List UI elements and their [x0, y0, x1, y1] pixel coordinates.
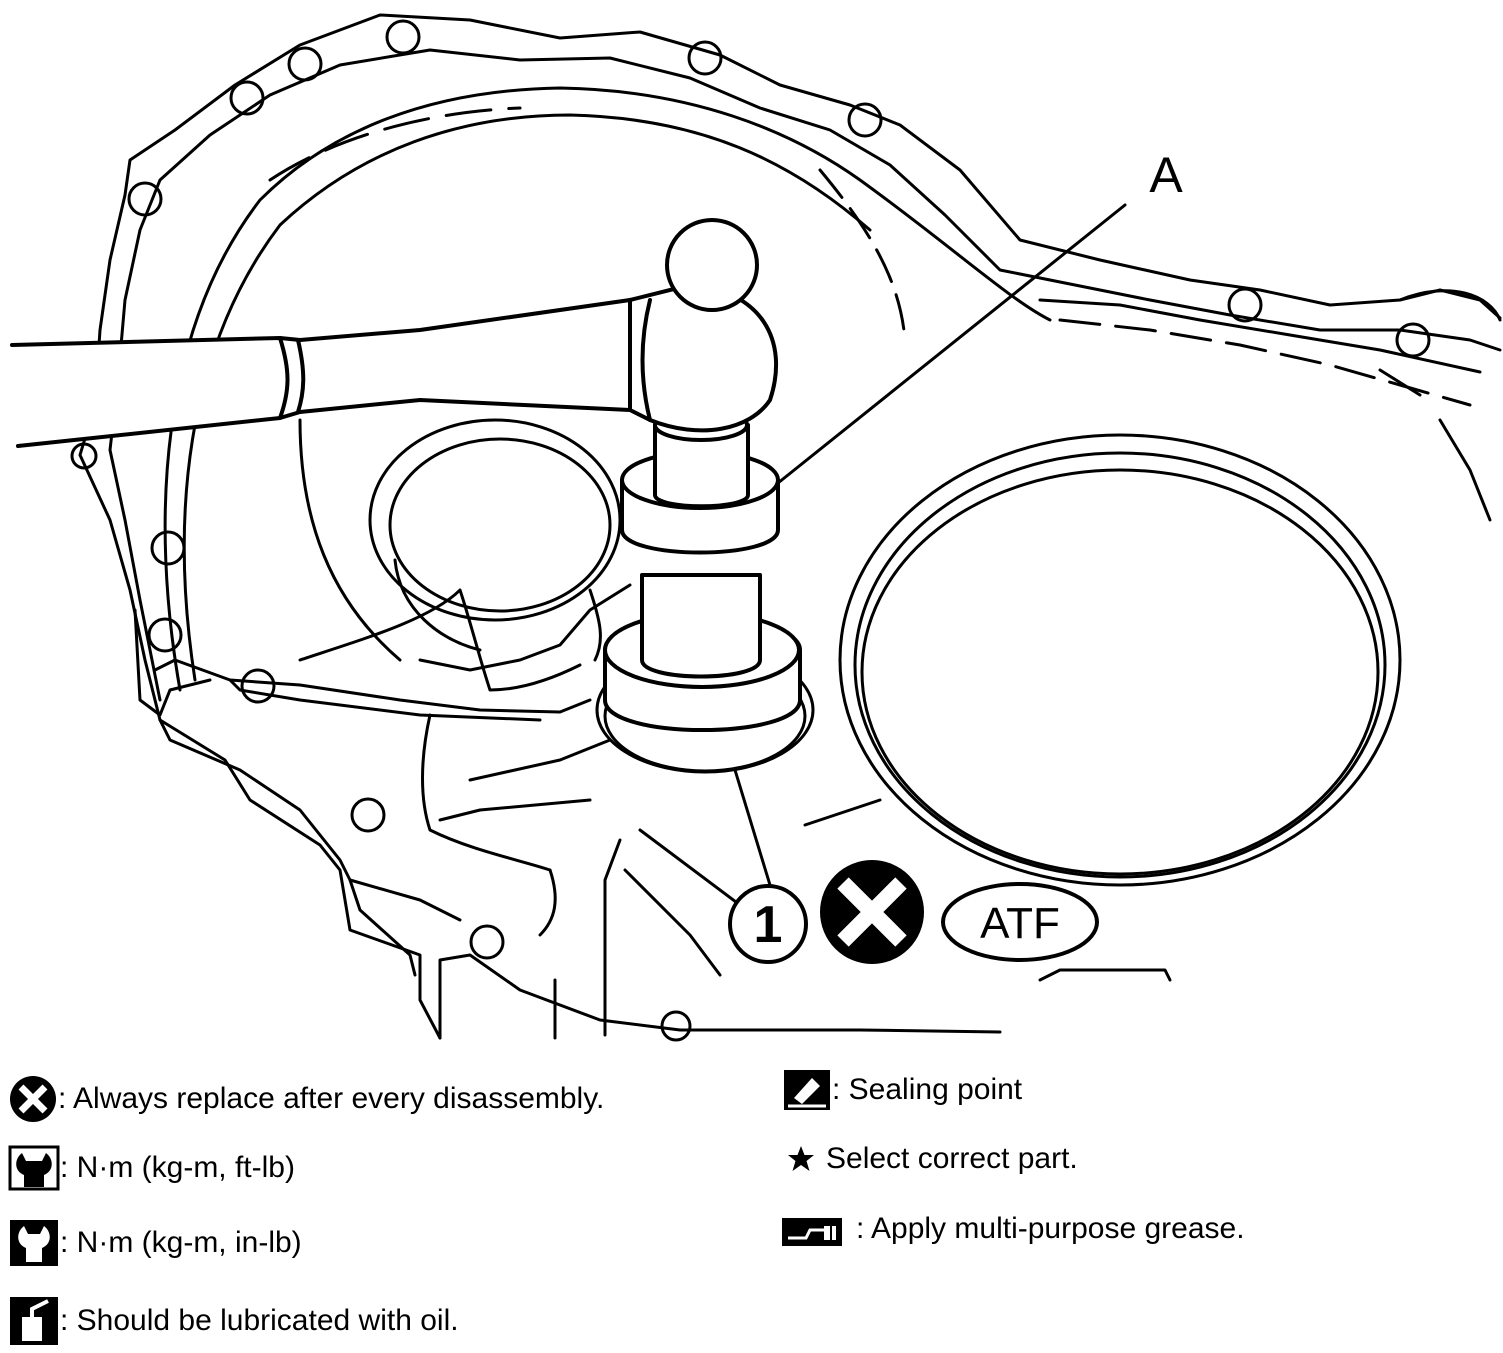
legend-grease-text: : Apply multi-purpose grease. — [856, 1212, 1245, 1245]
legend-lubricate: : Should be lubricated with oil. — [8, 1295, 459, 1347]
legend-grease: : Apply multi-purpose grease. — [780, 1210, 1245, 1248]
leader-line-1 — [733, 768, 772, 887]
legend-torque-in-text: : N·m (kg-m, in-lb) — [60, 1226, 302, 1259]
legend-lubricate-text: : Should be lubricated with oil. — [60, 1304, 459, 1337]
sealant-icon — [784, 1070, 830, 1110]
part-number-label: 1 — [754, 896, 783, 954]
oil-can-icon — [10, 1297, 58, 1345]
legend-sealing-text: : Sealing point — [832, 1073, 1023, 1106]
star-icon — [788, 1146, 814, 1171]
legend-replace: : Always replace after every disassembly… — [8, 1074, 604, 1124]
replace-x-icon — [10, 1076, 56, 1122]
leader-line-a — [776, 203, 1127, 485]
replace-x-icon — [820, 860, 924, 964]
legend-torque-ft: : N·m (kg-m, ft-lb) — [8, 1145, 295, 1191]
torque-wrench-filled-icon — [10, 1220, 58, 1266]
torque-wrench-icon — [8, 1145, 60, 1191]
legend-torque-ft-text: : N·m (kg-m, ft-lb) — [60, 1151, 295, 1184]
housing-flange-outer — [78, 13, 1502, 1040]
legend-replace-text: : Always replace after every disassembly… — [58, 1082, 605, 1115]
seal-drift-tool — [603, 408, 802, 732]
grease-icon — [782, 1218, 842, 1246]
legend-sealing: : Sealing point — [782, 1068, 1022, 1112]
legend-select-text: Select correct part. — [826, 1142, 1078, 1175]
legend-select: Select correct part. — [786, 1142, 1078, 1176]
atf-label: ATF — [980, 899, 1060, 948]
hammer — [10, 218, 779, 448]
transaxle-illustration: A 1 ATF — [10, 13, 1502, 1042]
atf-badge — [941, 882, 1099, 962]
part-number-circle — [728, 884, 808, 964]
bolt-holes — [70, 19, 1431, 1042]
legend-torque-in: : N·m (kg-m, in-lb) — [8, 1218, 302, 1268]
callout-a: A — [1149, 147, 1183, 203]
housing-inner-ridge-2 — [182, 113, 872, 682]
